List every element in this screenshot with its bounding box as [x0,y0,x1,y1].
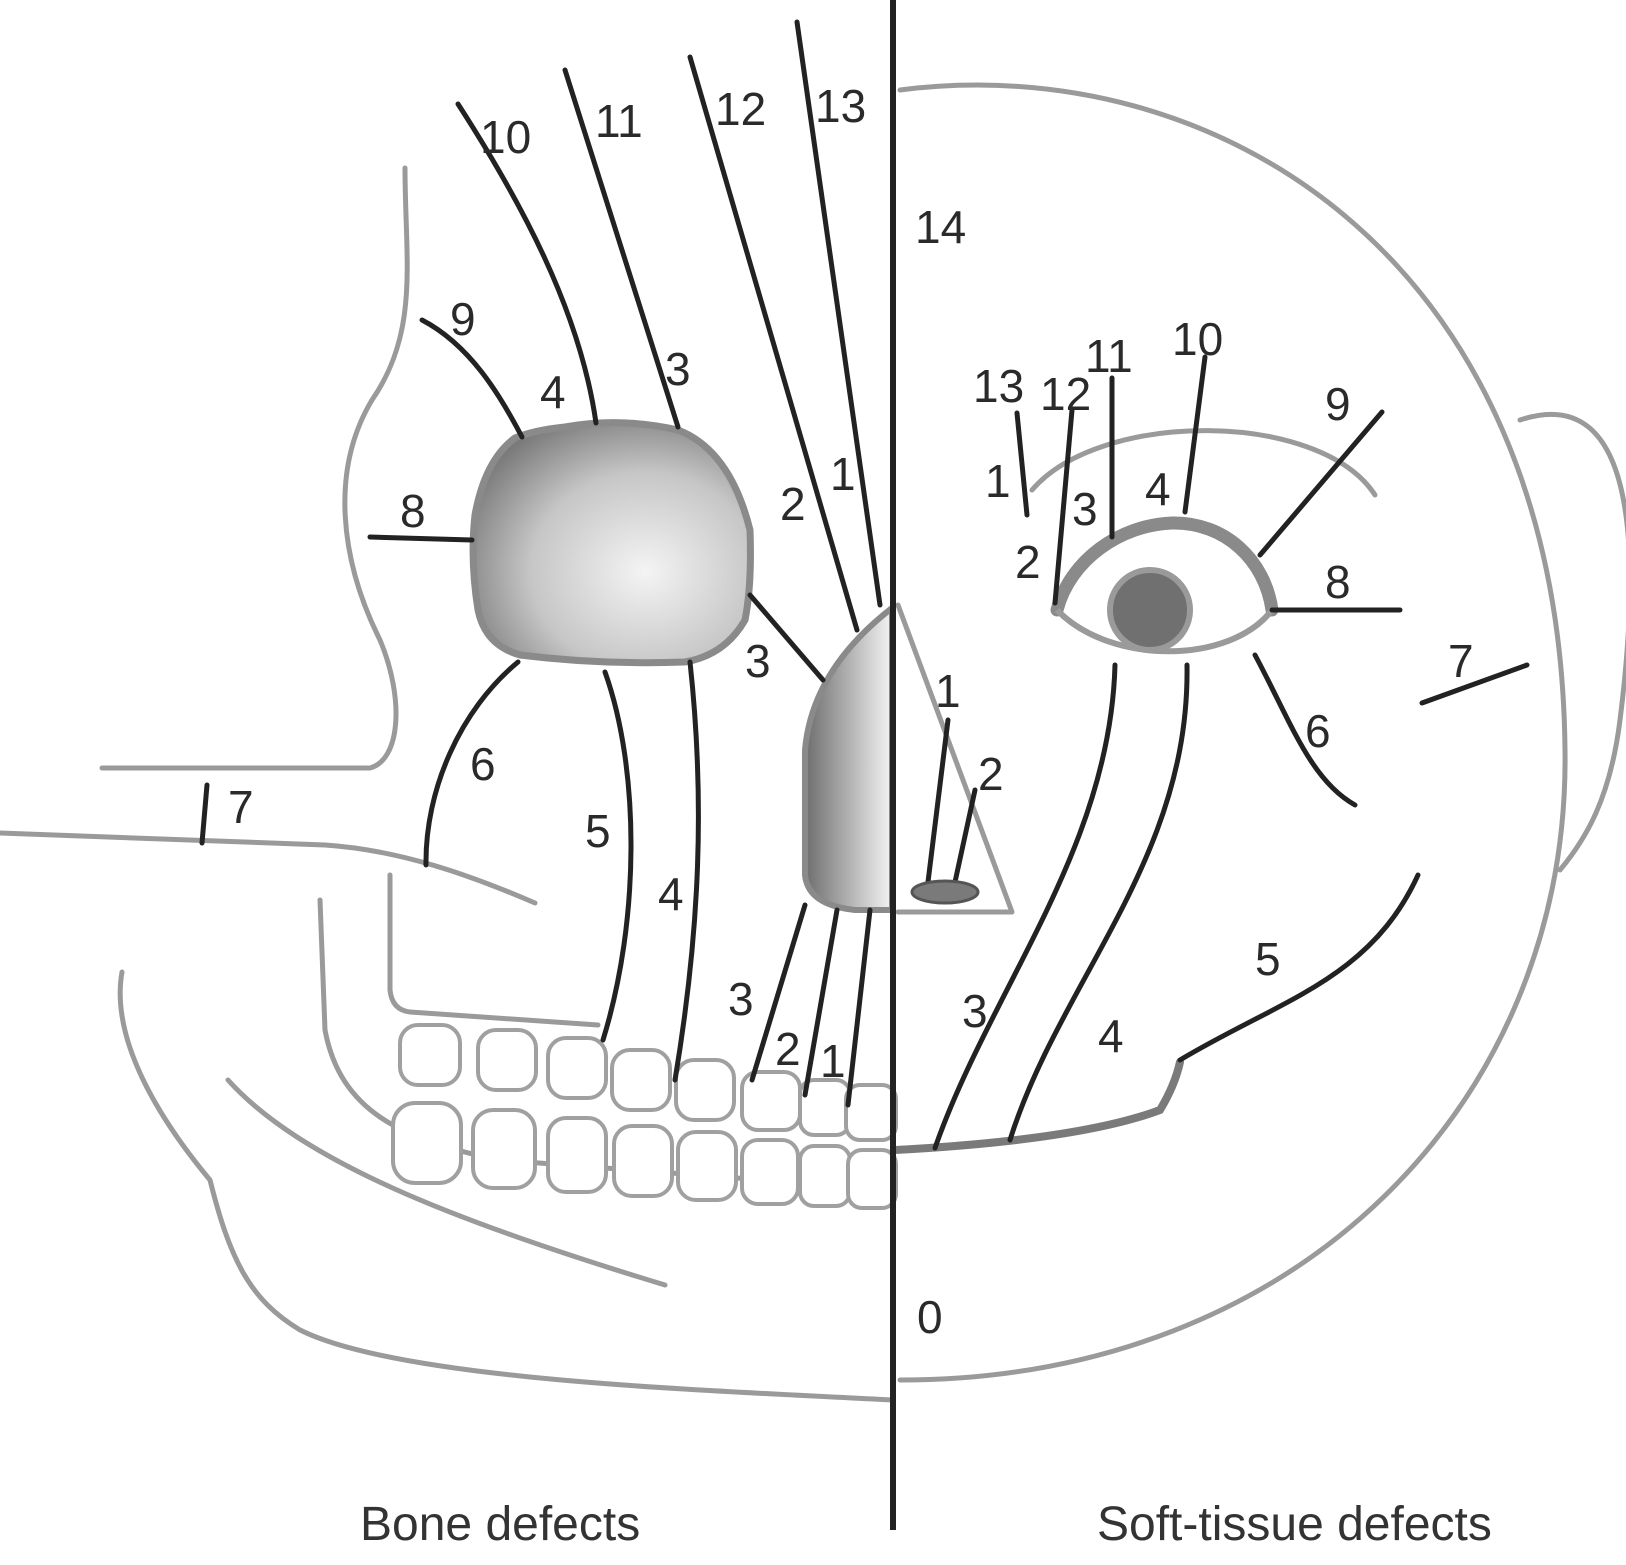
soft-cleft-2-nose [952,787,978,885]
bone-label-2-upper: 2 [780,478,806,530]
soft-label-10: 10 [1172,313,1223,365]
face-outline [891,82,1626,1383]
tooth [846,1148,898,1210]
soft-label-7: 7 [1448,635,1474,687]
bone-cleft-12 [687,54,860,633]
soft-labels: 13 12 11 10 9 1 3 4 2 8 7 1 6 2 5 3 4 [935,313,1474,1062]
midline-label-14: 14 [915,201,966,253]
bone-cleft-5 [600,669,634,1043]
soft-cleft-10 [1182,354,1208,515]
nostril [910,879,980,905]
bone-cleft-11 [562,67,681,430]
tooth [674,1058,736,1122]
upper-eyelid [1050,516,1279,617]
tooth [398,1023,462,1087]
soft-label-2-nose: 2 [978,748,1004,800]
soft-label-5: 5 [1255,933,1281,985]
bone-cleft-3-lower [749,902,808,1083]
nasal-aperture [802,601,895,913]
soft-cleft-7 [1419,662,1530,706]
soft-label-4-lower: 4 [1098,1010,1124,1062]
soft-label-4-upper: 4 [1145,463,1171,515]
bone-label-3-mid: 3 [745,635,771,687]
tooth [546,1036,608,1100]
bone-cleft-2-lower [802,907,840,1098]
soft-cleft-12 [1052,407,1075,606]
bone-cleft-7 [199,782,210,846]
soft-label-3-lower: 3 [962,985,988,1037]
bone-cleft-3-upper [747,592,826,683]
tooth [391,1101,463,1185]
bone-cleft-4-lower [672,659,701,1083]
soft-tissue-defects-caption: Soft-tissue defects [1097,1498,1492,1551]
orbit [469,419,754,667]
soft-label-8: 8 [1325,556,1351,608]
bone-label-12: 12 [715,83,766,135]
tooth [676,1130,738,1202]
soft-label-13: 13 [973,360,1024,412]
midline-label-0: 0 [917,1291,943,1343]
soft-label-1-nose: 1 [935,665,961,717]
nose [895,602,1015,915]
bone-cleft-13 [794,19,883,608]
bone-label-4-lower: 4 [658,868,684,920]
bone-label-9: 9 [450,293,476,345]
bone-label-4-upper: 4 [540,366,566,418]
bone-label-2-lower: 2 [775,1023,801,1075]
bone-label-8: 8 [400,485,426,537]
tooth [798,1144,852,1208]
tooth [471,1108,537,1190]
soft-cleft-9 [1257,409,1385,558]
midline-labels: 14 0 [915,201,966,1343]
soft-label-2-upper: 2 [1015,536,1041,588]
captions: Bone defects Soft-tissue defects [360,1498,1492,1551]
soft-label-6: 6 [1305,705,1331,757]
tooth [740,1138,800,1206]
bone-label-1-upper: 1 [830,448,856,500]
tooth [476,1028,538,1092]
bone-label-1-lower: 1 [820,1035,846,1087]
soft-label-3-upper: 3 [1072,483,1098,535]
bone-cleft-8 [367,534,475,543]
bone-label-6: 6 [470,738,496,790]
tooth [844,1083,898,1142]
bone-label-5: 5 [585,805,611,857]
soft-cleft-6 [1252,652,1358,808]
bone-cleft-1-lower [845,907,873,1108]
bone-cleft-10 [455,101,599,426]
teeth [391,1023,898,1210]
soft-label-9: 9 [1325,378,1351,430]
bone-labels: 10 11 12 13 9 4 3 1 2 8 3 6 7 5 4 3 2 1 [228,80,866,1087]
soft-label-11: 11 [1085,330,1133,382]
soft-cleft-3 [932,662,1118,1151]
skull-outline [0,165,898,1403]
bone-label-7: 7 [228,781,254,833]
bone-defects-caption: Bone defects [360,1498,640,1551]
bone-label-11: 11 [595,95,643,147]
soft-label-1-upper: 1 [985,455,1011,507]
soft-cleft-lines [932,354,1530,1151]
soft-cleft-1-nose [925,717,951,885]
bone-label-10: 10 [480,111,531,163]
bone-cleft-9 [419,317,525,440]
tooth [610,1048,672,1112]
eye [1029,428,1378,655]
tooth [546,1116,608,1194]
bone-label-13: 13 [815,80,866,132]
soft-label-12: 12 [1040,368,1091,420]
bone-label-3-upper: 3 [665,343,691,395]
iris [1107,567,1193,653]
soft-cleft-4 [1007,662,1190,1143]
tooth [612,1124,674,1198]
bone-label-3-lower: 3 [728,973,754,1025]
bone-cleft-6 [423,659,521,868]
bone-cleft-lines [199,19,883,1108]
soft-cleft-5 [1177,872,1421,1063]
soft-cleft-13 [1014,410,1030,518]
